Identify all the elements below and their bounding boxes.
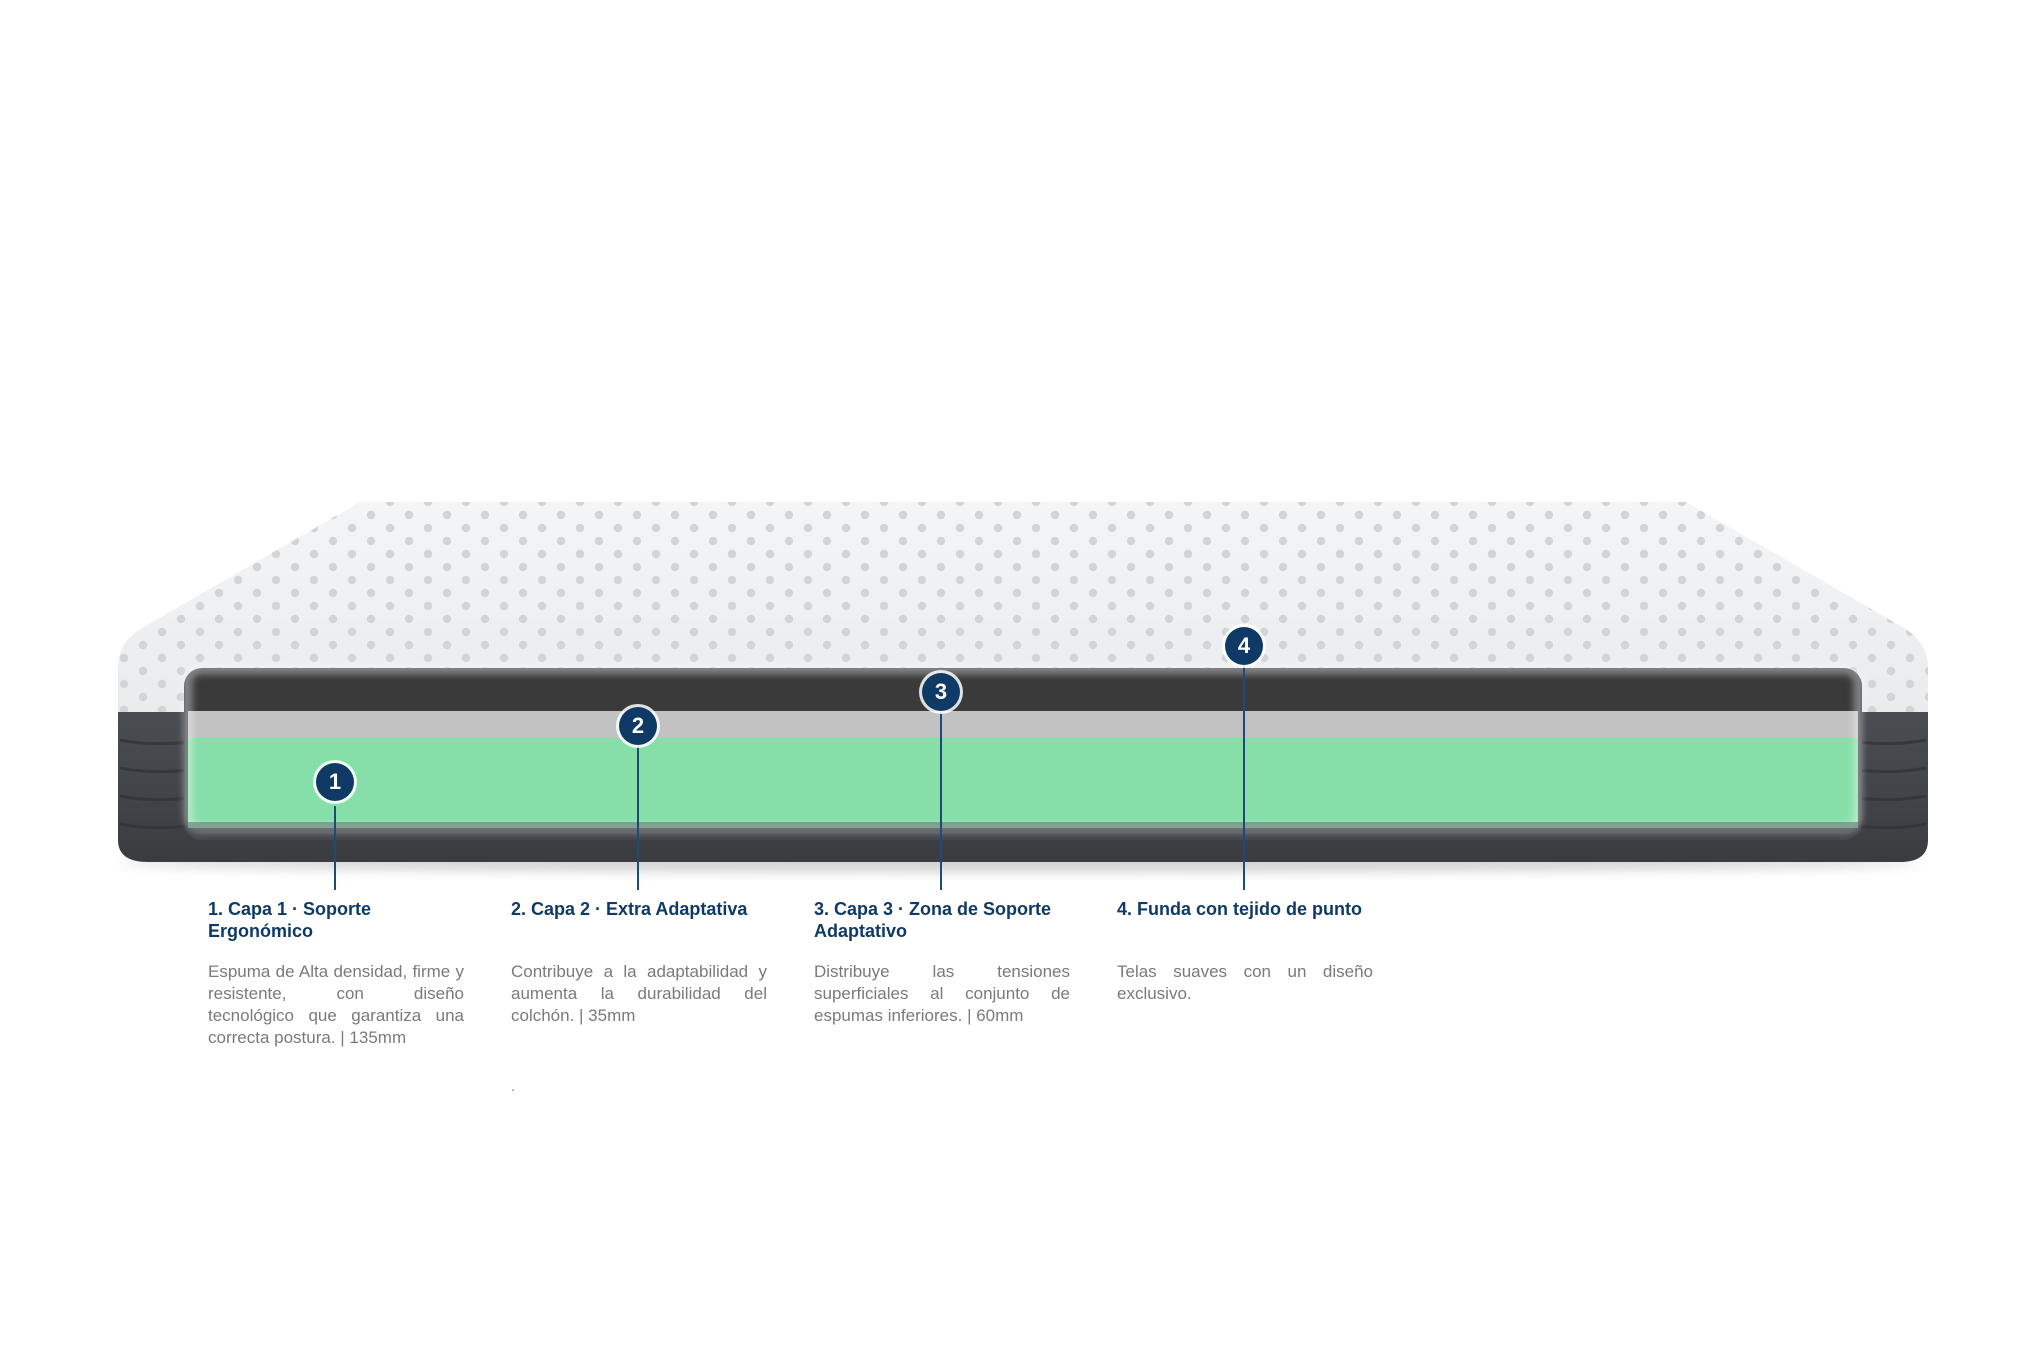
- layer-dark-band: [188, 670, 1858, 713]
- layer-description: Distribuye las tensiones superficiales a…: [814, 962, 1070, 1025]
- layer-badge-3: 3: [922, 673, 960, 711]
- base-grooves: [119, 738, 1927, 830]
- layer-green-foam: [188, 738, 1858, 828]
- layer-info-2: 2. Capa 2 · Extra Adaptativa Contribuye …: [511, 898, 767, 1027]
- layer-info-4: 4. Funda con tejido de punto Telas suave…: [1117, 898, 1373, 1005]
- layer-grey: [188, 711, 1858, 739]
- leader-line-2: [637, 746, 639, 890]
- layer-description: Espuma de Alta densidad, firme y resiste…: [208, 962, 464, 1047]
- layer-info-3: 3. Capa 3 · Zona de Soporte Adaptativo D…: [814, 898, 1070, 1027]
- layer-title: 4. Funda con tejido de punto: [1117, 899, 1362, 919]
- leader-line-1: [334, 806, 336, 890]
- layer-description: Telas suaves con un diseño exclusivo.: [1117, 962, 1373, 1003]
- footnote-dot: .: [511, 1078, 515, 1094]
- leader-line-3: [940, 712, 942, 890]
- layer-title: 1. Capa 1 · Soporte Ergonómico: [208, 899, 372, 941]
- leader-line-4: [1243, 665, 1245, 890]
- layer-badge-2: 2: [619, 707, 657, 745]
- layer-description: Contribuye a la adaptabilidad y aumenta …: [511, 962, 767, 1025]
- layer-title: 3. Capa 3 · Zona de Soporte Adaptativo: [814, 899, 1052, 941]
- layer-title: 2. Capa 2 · Extra Adaptativa: [511, 899, 748, 919]
- layer-info-1: 1. Capa 1 · Soporte Ergonómico Espuma de…: [208, 898, 464, 1049]
- layer-badge-1: 1: [316, 763, 354, 801]
- layer-badge-4: 4: [1225, 627, 1263, 665]
